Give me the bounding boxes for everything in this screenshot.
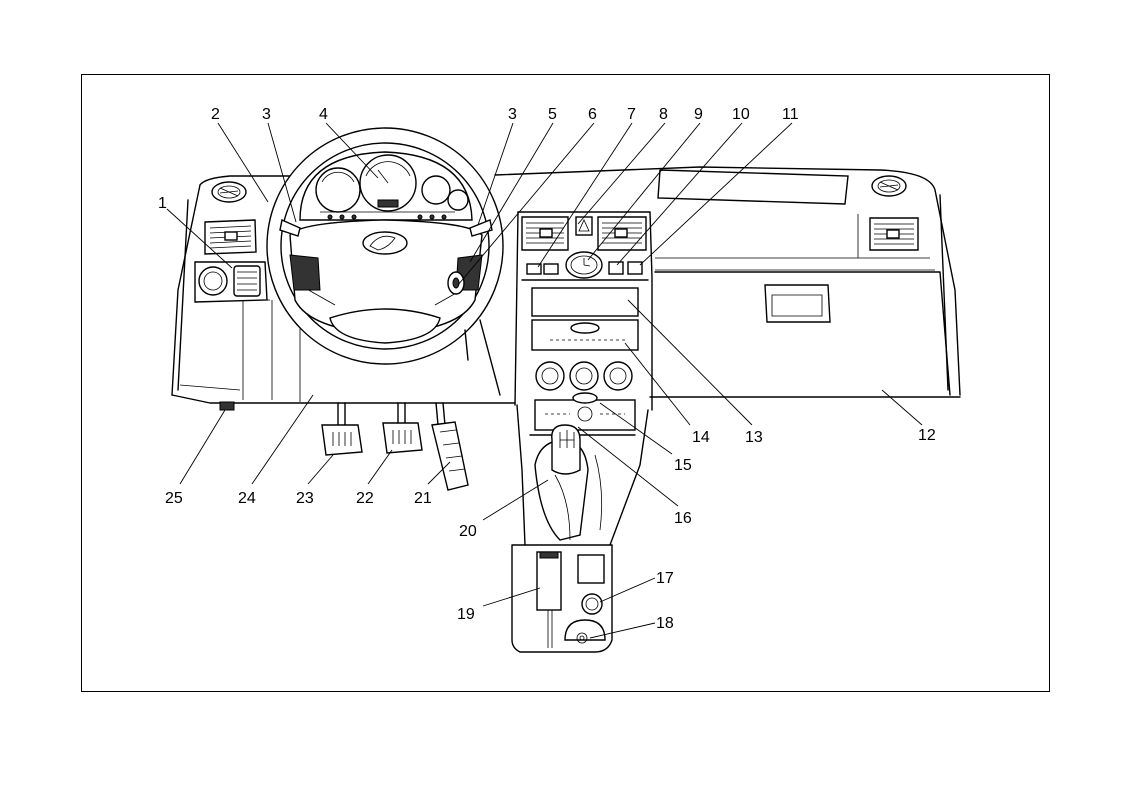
diagram-frame [81, 74, 1050, 692]
callout-4: 4 [319, 106, 328, 123]
gear-shift-pattern-icon [559, 430, 575, 448]
steering-wheel [266, 127, 504, 365]
gear-shift-lever [534, 424, 603, 541]
callout-2: 2 [211, 106, 220, 123]
callout-14: 14 [692, 429, 710, 446]
center-console [514, 211, 653, 546]
accelerator-pedal [431, 402, 469, 491]
callout-12: 12 [918, 427, 936, 444]
defrost-grille [657, 169, 849, 205]
callout-1: 1 [158, 195, 167, 212]
left-air-vent [204, 219, 257, 255]
callout-17: 17 [656, 570, 674, 587]
leader-lines [166, 122, 923, 639]
callout-13: 13 [745, 429, 763, 446]
callout-3a: 3 [262, 106, 271, 123]
lower-console [511, 544, 613, 653]
brake-pedal [382, 402, 423, 454]
callout-21: 21 [414, 490, 432, 507]
right-air-vent [857, 214, 919, 258]
callout-11: 11 [782, 106, 799, 123]
callout-23: 23 [296, 490, 314, 507]
callout-6: 6 [588, 106, 597, 123]
left-side-vent [211, 181, 247, 203]
callout-22: 22 [356, 490, 374, 507]
lada-boat-emblem-icon [369, 235, 396, 251]
hood-release-lever [219, 401, 235, 411]
glove-box [654, 271, 951, 396]
callout-10: 10 [732, 106, 750, 123]
steering-column [464, 319, 501, 396]
clutch-pedal [321, 402, 363, 456]
callout-18: 18 [656, 615, 674, 632]
left-stalk-switch [279, 219, 321, 291]
callout-3b: 3 [508, 106, 517, 123]
callout-19: 19 [457, 606, 475, 623]
callout-24: 24 [238, 490, 256, 507]
callout-7: 7 [627, 106, 636, 123]
callout-labels: 1 2 3 4 3 5 6 7 8 9 10 11 12 13 14 15 16… [158, 106, 936, 632]
callout-16: 16 [674, 510, 692, 527]
callout-8: 8 [659, 106, 668, 123]
callout-25: 25 [165, 490, 183, 507]
ignition-switch [447, 271, 465, 295]
right-side-vent [871, 175, 907, 197]
callout-20: 20 [459, 523, 477, 540]
callout-5: 5 [548, 106, 557, 123]
warning-lamps [327, 214, 447, 220]
headlight-switch-cluster [194, 261, 268, 303]
callout-9: 9 [694, 106, 703, 123]
callout-15: 15 [674, 457, 692, 474]
